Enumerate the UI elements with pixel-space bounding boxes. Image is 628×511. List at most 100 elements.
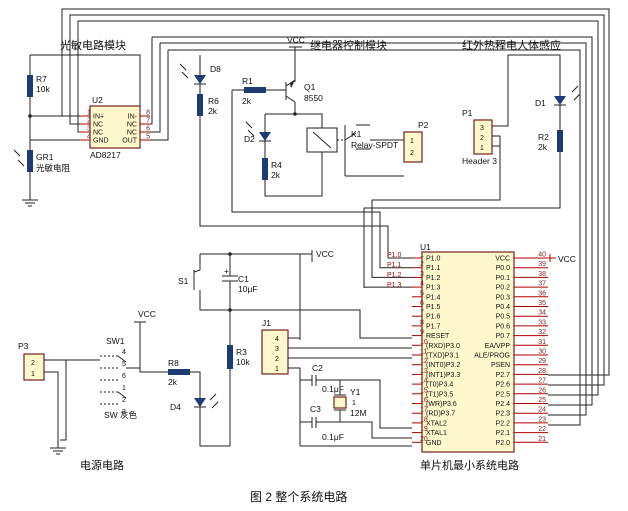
u1-right-pin-name: P2.6 xyxy=(496,382,511,389)
u1-right-pin-number: 31 xyxy=(538,339,546,346)
led-d8-group: D8 R6 2k xyxy=(179,55,389,258)
u1-right-pin-name: ALE/PROG xyxy=(474,353,510,360)
s1-switch xyxy=(193,269,201,290)
u2-right-pin-name: NC xyxy=(127,130,137,137)
j1-connector-group: J1 4 3 2 1 xyxy=(261,318,412,446)
u1-right-pin-number: 35 xyxy=(538,300,546,307)
r6-value: 2k xyxy=(208,106,218,116)
r2-resistor xyxy=(557,130,563,152)
title-photo-module: 光敏电路模块 xyxy=(60,38,126,52)
u1-left-pin-number: 12 xyxy=(420,358,428,365)
u1-right-pin-number: 40 xyxy=(538,252,546,259)
p2-ref: P2 xyxy=(418,120,429,130)
u1-left-pin-number: 14 xyxy=(420,378,428,385)
u1-right-pin-name: P2.1 xyxy=(496,430,511,437)
u1-left-pin-name: P1.0 xyxy=(426,256,441,263)
r7-resistor xyxy=(27,75,33,97)
u1-right-pin-number: 25 xyxy=(538,397,546,404)
u2-left-pin-number: 3 xyxy=(87,126,91,133)
p2-connector xyxy=(403,131,423,163)
r8-ref: R8 xyxy=(168,358,179,368)
u1-left-pin-name: (RXD)P3.0 xyxy=(426,343,460,350)
r6-resistor xyxy=(197,94,203,116)
k1-ref: K1 xyxy=(351,129,362,139)
u1-left-pin-name: P1.6 xyxy=(426,314,441,321)
d2-light-arrows xyxy=(245,121,255,137)
u1-right-pin-number: 37 xyxy=(538,281,546,288)
figure-caption: 图 2 整个系统电路 xyxy=(250,489,347,504)
u1-left-pin-number: 17 xyxy=(420,407,428,414)
u1-left-pin-number: 1 xyxy=(420,252,424,259)
u2-ref: U2 xyxy=(92,95,103,105)
d1-led xyxy=(554,96,566,105)
u1-left-pin-number: 6 xyxy=(420,300,424,307)
u1-left-pin-number: 15 xyxy=(420,387,428,394)
u2-value: AD8217 xyxy=(90,150,121,160)
d4-led xyxy=(194,398,206,407)
u2-right-pin-name: NC xyxy=(127,122,137,129)
u1-left-pin-name: (WR)P3.6 xyxy=(426,401,457,408)
u1-left-pin-number: 16 xyxy=(420,397,428,404)
u1-left-pin-number: 7 xyxy=(420,310,424,317)
title-power-module: 电源电路 xyxy=(80,458,124,472)
u1-right-pin-name: P0.0 xyxy=(496,265,511,272)
u1-right-pin-number: 22 xyxy=(538,426,546,433)
u1-left-pin-number: 5 xyxy=(420,290,424,297)
u1-right-pin-name: P2.2 xyxy=(496,420,511,427)
u1-left-pin-name: XTAL1 xyxy=(426,430,447,437)
net-label-p1-0: P1.0 xyxy=(387,252,402,259)
r1-value: 2k xyxy=(242,96,252,106)
u1-right-pin-number: 32 xyxy=(538,329,546,336)
u1-right-pin-name: P0.6 xyxy=(496,323,511,330)
net-label-p1-1: P1.1 xyxy=(387,262,402,269)
u1-right-pin-name: P2.7 xyxy=(496,372,511,379)
u1-right-pin-name: P0.1 xyxy=(496,275,511,282)
j1-ref: J1 xyxy=(262,318,271,328)
u2-right-pin-number: 5 xyxy=(146,134,150,141)
j1-pin-2: 2 xyxy=(275,356,279,363)
c3-value: 0.1μF xyxy=(322,432,344,442)
u1-left-pin-name: (INT0)P3.2 xyxy=(426,362,460,369)
vcc-label-mcu: VCC xyxy=(558,254,576,264)
q1-value: 8550 xyxy=(304,93,323,103)
net-label-p1-3: P1.3 xyxy=(387,282,402,289)
u1-right-pin-name: P0.2 xyxy=(496,285,511,292)
u1-left-pin-name: (TXD)P3.1 xyxy=(426,353,459,360)
u1-left-pin-name: GND xyxy=(426,440,442,447)
u1-mcu: U1 P1.01P1.12P1.23P1.34P1.45P1.56P1.67P1… xyxy=(387,242,576,453)
sw1-pin-3: 3 xyxy=(122,409,126,416)
u1-right-pin-name: PSEN xyxy=(491,362,510,369)
u2-left-pin-number: 2 xyxy=(87,118,91,125)
gr1-value: 光敏电阻 xyxy=(36,163,71,173)
p3-ref: P3 xyxy=(18,341,29,351)
r4-ref: R4 xyxy=(271,160,282,170)
r8-value: 2k xyxy=(168,377,178,387)
u1-left-pin-name: P1.5 xyxy=(426,304,441,311)
c1-plus: + xyxy=(224,266,229,276)
u1-left-pin-number: 8 xyxy=(420,319,424,326)
u1-right-pin-number: 36 xyxy=(538,290,546,297)
u2-right-pin-name: OUT xyxy=(122,138,138,145)
c3-ref: C3 xyxy=(310,404,321,414)
d1-light-arrows xyxy=(571,85,581,101)
vcc-label-reset: VCC xyxy=(316,249,334,259)
d8-led xyxy=(194,75,206,84)
u1-right-pin-number: 23 xyxy=(538,416,546,423)
u1-ref: U1 xyxy=(420,242,431,252)
u1-right-pin-number: 26 xyxy=(538,387,546,394)
u1-right-pin-name: EA/VPP xyxy=(485,343,511,350)
d4-ref: D4 xyxy=(170,402,181,412)
p3-pin-1: 1 xyxy=(31,371,35,378)
u1-right-pin-name: P2.4 xyxy=(496,401,511,408)
u1-left-pin-number: 10 xyxy=(420,339,428,346)
q1-transistor xyxy=(285,79,296,103)
u1-left-pin-number: 9 xyxy=(420,329,424,336)
u1-left-pin-name: P1.4 xyxy=(426,294,441,301)
u1-right-pin-name: P2.0 xyxy=(496,440,511,447)
sw1-switch xyxy=(66,340,168,405)
r3-ref: R3 xyxy=(236,347,247,357)
p3-connector xyxy=(23,353,45,381)
u2-chip xyxy=(89,105,141,149)
u1-right-pin-name: P0.7 xyxy=(496,333,511,340)
d2-led xyxy=(259,132,271,141)
